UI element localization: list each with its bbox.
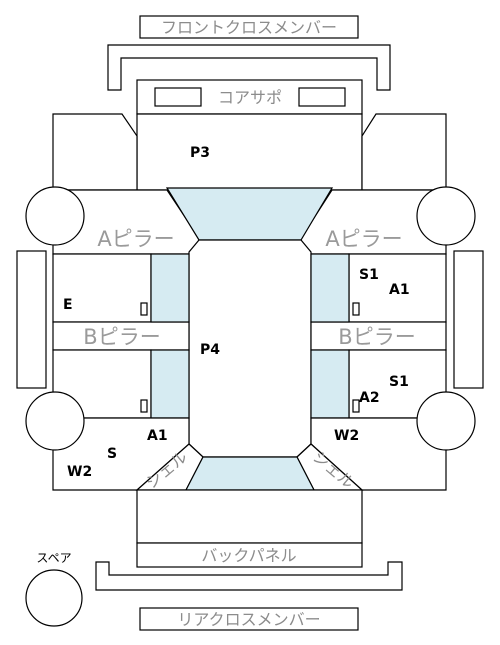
rear-window[interactable] xyxy=(185,456,315,491)
code-s1-upper: S1 xyxy=(359,267,379,283)
left-rocker[interactable] xyxy=(16,250,47,389)
a-pillar-right-label: Aピラー xyxy=(325,227,402,251)
right-front-door[interactable] xyxy=(348,253,447,323)
rear-bumper-bracket[interactable] xyxy=(95,561,403,591)
code-a1-upper: A1 xyxy=(389,282,410,298)
code-a2: A2 xyxy=(359,390,380,406)
right-rocker[interactable] xyxy=(453,250,484,389)
left-b-pillar[interactable] xyxy=(52,321,190,351)
code-p3: P3 xyxy=(190,145,210,161)
code-a1-lower: A1 xyxy=(147,428,168,444)
left-front-door[interactable] xyxy=(52,253,152,323)
front-bumper-bracket[interactable] xyxy=(107,44,391,91)
front-cross-member-label: フロントクロスメンバー xyxy=(161,18,337,37)
left-front-window[interactable] xyxy=(150,253,190,323)
front-compartment[interactable] xyxy=(136,113,363,191)
code-s-left: S xyxy=(107,446,117,462)
front-cross-member[interactable]: フロントクロスメンバー xyxy=(139,15,359,39)
core-support-left-slot xyxy=(154,87,202,107)
left-rear-window[interactable] xyxy=(150,349,190,419)
code-e: E xyxy=(63,297,73,313)
code-p4: P4 xyxy=(200,342,220,358)
left-rear-door-handle xyxy=(140,399,148,413)
left-front-apron[interactable] xyxy=(52,113,138,191)
rear-cross-member[interactable]: リアクロスメンバー xyxy=(139,607,359,631)
code-w2-left: W2 xyxy=(67,464,92,480)
code-w2-right: W2 xyxy=(334,428,359,444)
rear-right-wheel[interactable] xyxy=(416,391,476,451)
core-support-right-slot xyxy=(298,87,346,107)
code-s1-lower: S1 xyxy=(389,374,409,390)
right-rear-window[interactable] xyxy=(310,349,350,419)
trunk-lid[interactable] xyxy=(136,489,363,544)
rear-left-wheel[interactable] xyxy=(25,391,85,451)
spare-label: スペア xyxy=(36,551,71,565)
rear-cross-member-label: リアクロスメンバー xyxy=(177,610,320,629)
right-rear-door-handle xyxy=(352,399,360,413)
right-front-door-handle xyxy=(352,302,360,316)
right-front-window[interactable] xyxy=(310,253,350,323)
right-front-apron[interactable] xyxy=(361,113,447,191)
b-pillar-left-label: Bピラー xyxy=(83,325,160,349)
core-support-label: コアサポ xyxy=(218,88,282,107)
spare-tire[interactable]: スペア xyxy=(25,551,83,627)
a-pillar-right[interactable]: Aピラー xyxy=(300,189,447,255)
a-pillar-left-label: Aピラー xyxy=(97,227,174,251)
core-support[interactable]: コアサポ xyxy=(136,79,363,115)
left-front-door-handle xyxy=(140,302,148,316)
b-pillar-right-label: Bピラー xyxy=(338,325,415,349)
back-panel[interactable]: バックパネル xyxy=(136,542,363,568)
right-b-pillar[interactable] xyxy=(310,321,447,351)
front-left-wheel[interactable] xyxy=(25,186,85,246)
front-right-wheel[interactable] xyxy=(416,186,476,246)
back-panel-label: バックパネル xyxy=(201,546,296,565)
